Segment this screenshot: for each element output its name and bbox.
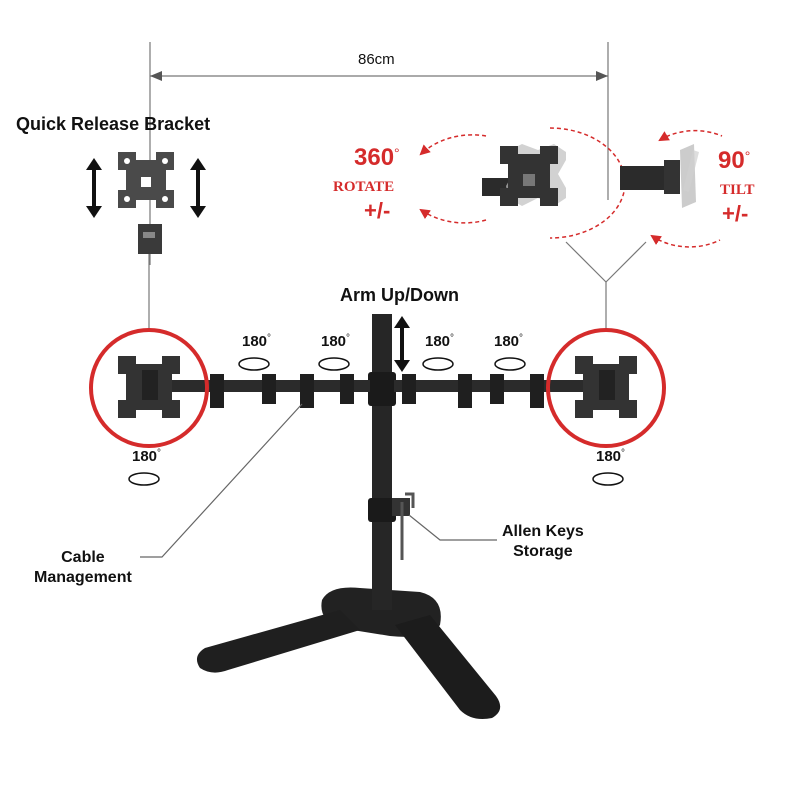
swivel-degree: ° xyxy=(346,333,351,344)
swivel-arrow-icon xyxy=(128,357,624,486)
rotate-plus-minus: +/- xyxy=(364,198,391,223)
stand-pole xyxy=(368,314,396,610)
swivel-degree: ° xyxy=(519,333,524,344)
tilt-word: TILT xyxy=(720,182,755,198)
swivel-label: 180° xyxy=(494,333,524,350)
swivel-number: 180 xyxy=(425,333,451,350)
rotate-word: ROTATE xyxy=(333,179,395,195)
allen-line2: Storage xyxy=(513,543,573,560)
tilt-plus-minus: +/- xyxy=(722,201,749,226)
tilt-degree: ° xyxy=(744,148,751,164)
rotate-value: 360° xyxy=(354,146,400,170)
swivel-label: 180° xyxy=(425,333,455,350)
swivel-number: 180 xyxy=(321,333,347,350)
swivel-label: 180° xyxy=(132,448,162,465)
right-vesa-plate xyxy=(546,328,666,448)
rotate-number: 360 xyxy=(354,144,395,171)
tilt-demo-icon xyxy=(620,129,723,248)
cable-line2: Management xyxy=(34,569,132,586)
arm-up-down-label: Arm Up/Down xyxy=(340,285,459,305)
width-label: 86cm xyxy=(358,51,395,68)
swivel-label: 180° xyxy=(596,448,626,465)
swivel-degree: ° xyxy=(157,448,162,459)
swivel-degree: ° xyxy=(621,448,626,459)
cable-management-label: Cable Management xyxy=(34,548,132,588)
arm-up-down-arrow-icon xyxy=(394,316,410,372)
swivel-degree: ° xyxy=(267,333,272,344)
allen-line1: Allen Keys xyxy=(502,523,584,540)
stand-base xyxy=(196,587,501,719)
rotate-demo-icon xyxy=(419,127,626,239)
swivel-label: 180° xyxy=(321,333,351,350)
allen-key-holder xyxy=(392,492,415,560)
tilt-number: 90 xyxy=(718,147,745,174)
up-down-arrow-icon xyxy=(190,158,206,218)
rotate-degree: ° xyxy=(394,145,400,161)
allen-keys-label: Allen Keys Storage xyxy=(502,522,584,562)
swivel-label: 180° xyxy=(242,333,272,350)
swivel-degree: ° xyxy=(450,333,455,344)
swivel-number: 180 xyxy=(494,333,520,350)
up-down-arrow-icon xyxy=(86,158,102,218)
left-arm xyxy=(168,374,370,408)
right-arm xyxy=(394,374,594,408)
swivel-number: 180 xyxy=(596,448,622,465)
leader-lines xyxy=(140,403,497,558)
swivel-number: 180 xyxy=(132,448,158,465)
cable-line1: Cable xyxy=(61,549,105,566)
quick-release-label: Quick Release Bracket xyxy=(16,114,211,134)
connector-line xyxy=(565,241,647,330)
tilt-value: 90° xyxy=(718,149,750,173)
quick-release-bracket-icon xyxy=(118,152,174,330)
left-vesa-plate xyxy=(89,328,209,448)
swivel-number: 180 xyxy=(242,333,268,350)
